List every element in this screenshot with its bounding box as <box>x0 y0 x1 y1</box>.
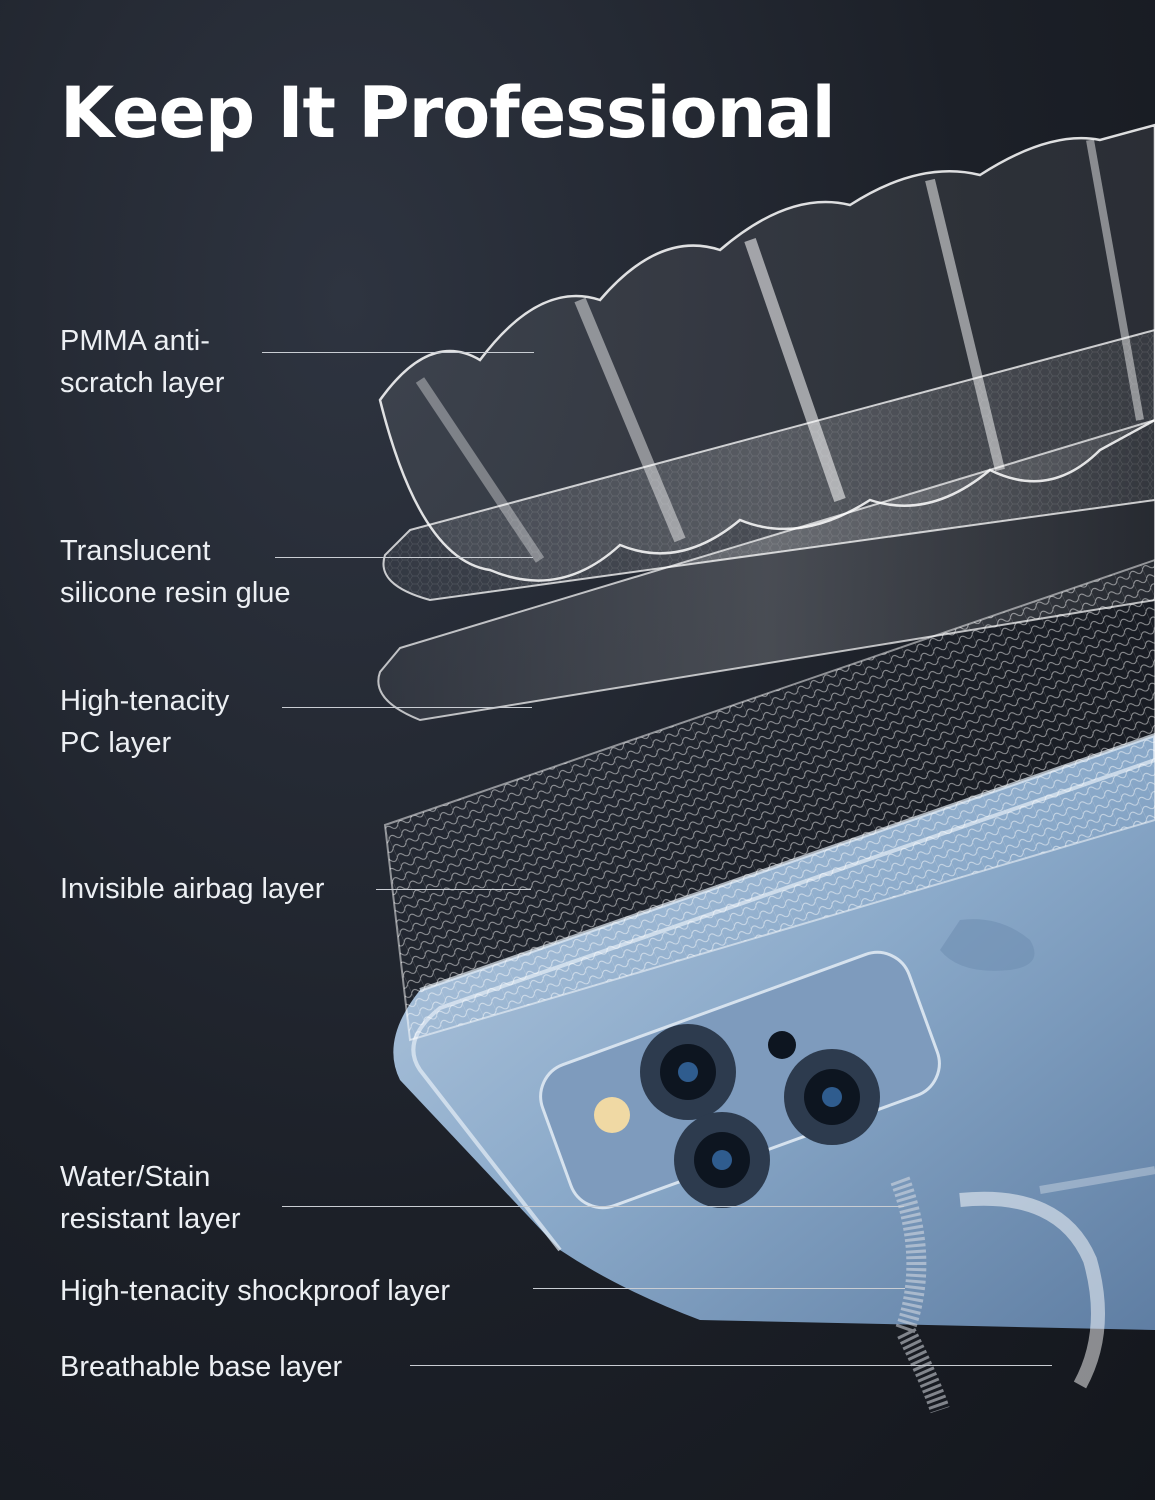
leader-line-pc <box>282 707 532 708</box>
leader-line-base <box>410 1365 1052 1366</box>
phone-body <box>393 732 1155 1330</box>
apple-logo-icon <box>940 919 1035 971</box>
leader-line-silicone <box>275 557 533 558</box>
leader-line-pmma <box>262 352 534 353</box>
leader-line-water-stain <box>282 1206 904 1207</box>
page-title: Keep It Professional <box>60 72 836 154</box>
shockproof-strips <box>890 1166 1155 1414</box>
label-shockproof-layer: High-tenacity shockproof layer <box>60 1275 451 1307</box>
label-pmma-layer: PMMA anti-scratch layer <box>60 325 225 399</box>
camera-lenses <box>594 1024 880 1208</box>
label-base-layer: Breathable base layer <box>60 1351 343 1383</box>
leader-line-airbag <box>376 889 531 890</box>
leader-line-shockproof <box>533 1288 905 1289</box>
airbag-layer-sheet <box>383 558 1155 1042</box>
label-airbag-layer: Invisible airbag layer <box>60 873 325 905</box>
pmma-wavy-sheet <box>378 123 1155 582</box>
